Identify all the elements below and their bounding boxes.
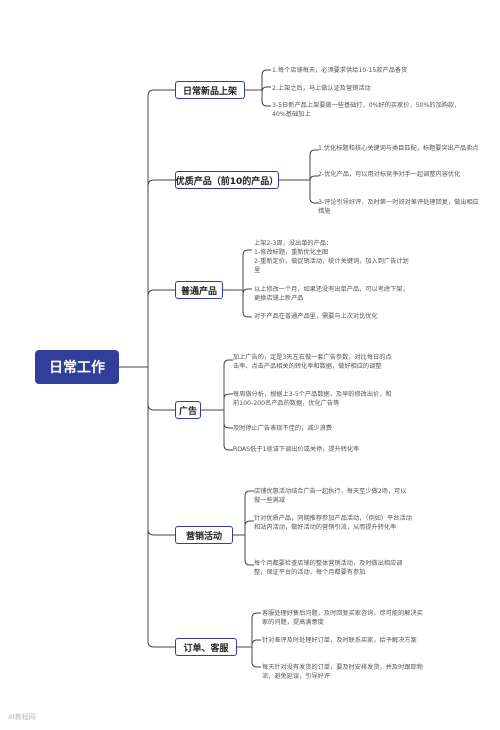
leaf-item: 2-优化产品，可以用对标竞争对手一起调整内容优化 xyxy=(318,171,461,178)
branch-connector xyxy=(147,179,175,187)
leaf-connector xyxy=(223,422,233,429)
leaf-item: 3-5日新产品上架要做一些基础打，0%好的买家价，50%的加购款，40%基础加上 xyxy=(272,102,461,118)
leaf-item: 客服处理好售后问题，及时回复买家咨询，尽可能的解决买家的问题，提高满意度 xyxy=(262,610,423,626)
watermark-text: AI教程网 xyxy=(8,713,36,721)
branch-connector xyxy=(147,403,175,411)
leaf-connector xyxy=(244,559,254,566)
leaf-item: 针对优质产品，同期推荐参加产品活动，（例如）平台活动和站内活动，做好活动的营销引… xyxy=(254,515,412,531)
leaf-connector xyxy=(223,359,233,366)
leaf-item: 以上修改一个月，如果还没有出单产品，可以考虑下架，更换店铺上新产品 xyxy=(254,286,409,302)
branch-regular-products: 普通产品 xyxy=(175,281,223,299)
leaf-item: 每个月都要检查店铺的整体营销活动，及时做出相应调整，保证平台的活动，每个月都要有… xyxy=(254,560,403,576)
branch-label: 广告 xyxy=(179,406,198,417)
leaf-connector xyxy=(309,175,319,182)
leaf-connector xyxy=(251,661,261,668)
branch-orders-service: 订单、客服 xyxy=(175,638,237,656)
leaf-item: 每天针对没有发货的订单，要及时安排发货，并及时跟踪物流，避免延误，引导好评 xyxy=(262,664,423,680)
branch-marketing: 营销活动 xyxy=(175,526,233,544)
leaf-connector xyxy=(244,520,254,527)
leaf-connector xyxy=(309,197,319,204)
branch-connector xyxy=(147,640,175,648)
branch-quality-products: 优质产品（前10的产品） xyxy=(175,171,279,189)
branch-label: 普通产品 xyxy=(181,286,218,297)
leaf-connector xyxy=(251,612,261,619)
leaf-item: 对于产品在普通产品里，需要与上次对比优化 xyxy=(254,313,378,320)
leaf-item: 及时停止广告表现不佳的，减少浪费 xyxy=(233,425,332,432)
branch-label: 订单、客服 xyxy=(183,643,229,654)
leaf-item: 2.上架之后，马上做认证及营销活动 xyxy=(272,85,371,92)
leaf-item: 上架2-3周，没出单的产品： 1-修改标题，重新优化主图 2-重新定价，做促销活… xyxy=(254,240,409,274)
leaf-item: 1.优化标题和核心关键词与类目匹配，标题要突出产品卖点 xyxy=(318,145,479,152)
leaf-item: ROAS低于1就该下调出价或关停，提升转化率 xyxy=(233,446,360,453)
leaf-connector xyxy=(242,249,252,256)
leaf-connector xyxy=(261,86,271,93)
leaf-item: 加上广告的，定是3天左右做一套广告参数，对比每日的点击率、点击产品相关的转化率和… xyxy=(233,354,392,370)
root-node: 日常工作 xyxy=(35,350,119,384)
branch-connector xyxy=(147,528,175,536)
leaf-item: 针对差评及时处理好订单，及时联系买家，给予解决方案 xyxy=(262,637,417,644)
leaf-connector xyxy=(242,288,252,295)
leaf-connector xyxy=(242,311,252,318)
branch-label: 营销活动 xyxy=(185,531,222,542)
leaf-item: 每周做分析，根据上3-5个产品数据，及早的修改出价，和前100-200名产品的数… xyxy=(233,391,392,407)
leaf-connector xyxy=(223,393,233,400)
branch-label: 日常新品上架 xyxy=(182,86,237,97)
branch-label: 优质产品（前10的产品） xyxy=(175,176,279,187)
leaf-item: 3-评论引导好评，及时第一时间对差评处理回复，做出相应措施 xyxy=(318,199,479,215)
leaf-item: 店铺优惠活动结合广告一起执行，每天至少做2场，可以做一些满减 xyxy=(254,488,407,504)
branch-connector xyxy=(147,89,175,97)
leaf-connector xyxy=(261,100,271,107)
root-label: 日常工作 xyxy=(49,360,105,376)
leaf-connector xyxy=(223,444,233,451)
branch-ads: 广告 xyxy=(175,401,201,419)
branch-new-products: 日常新品上架 xyxy=(175,81,245,99)
leaf-connector xyxy=(251,639,261,646)
leaf-connector xyxy=(261,69,271,76)
branch-connector xyxy=(147,289,175,297)
leaf-item: 1.每个店铺每天，必须要求供给10-15款产品备货 xyxy=(272,67,408,74)
leaf-connector xyxy=(309,149,319,156)
leaf-connector xyxy=(244,490,254,497)
